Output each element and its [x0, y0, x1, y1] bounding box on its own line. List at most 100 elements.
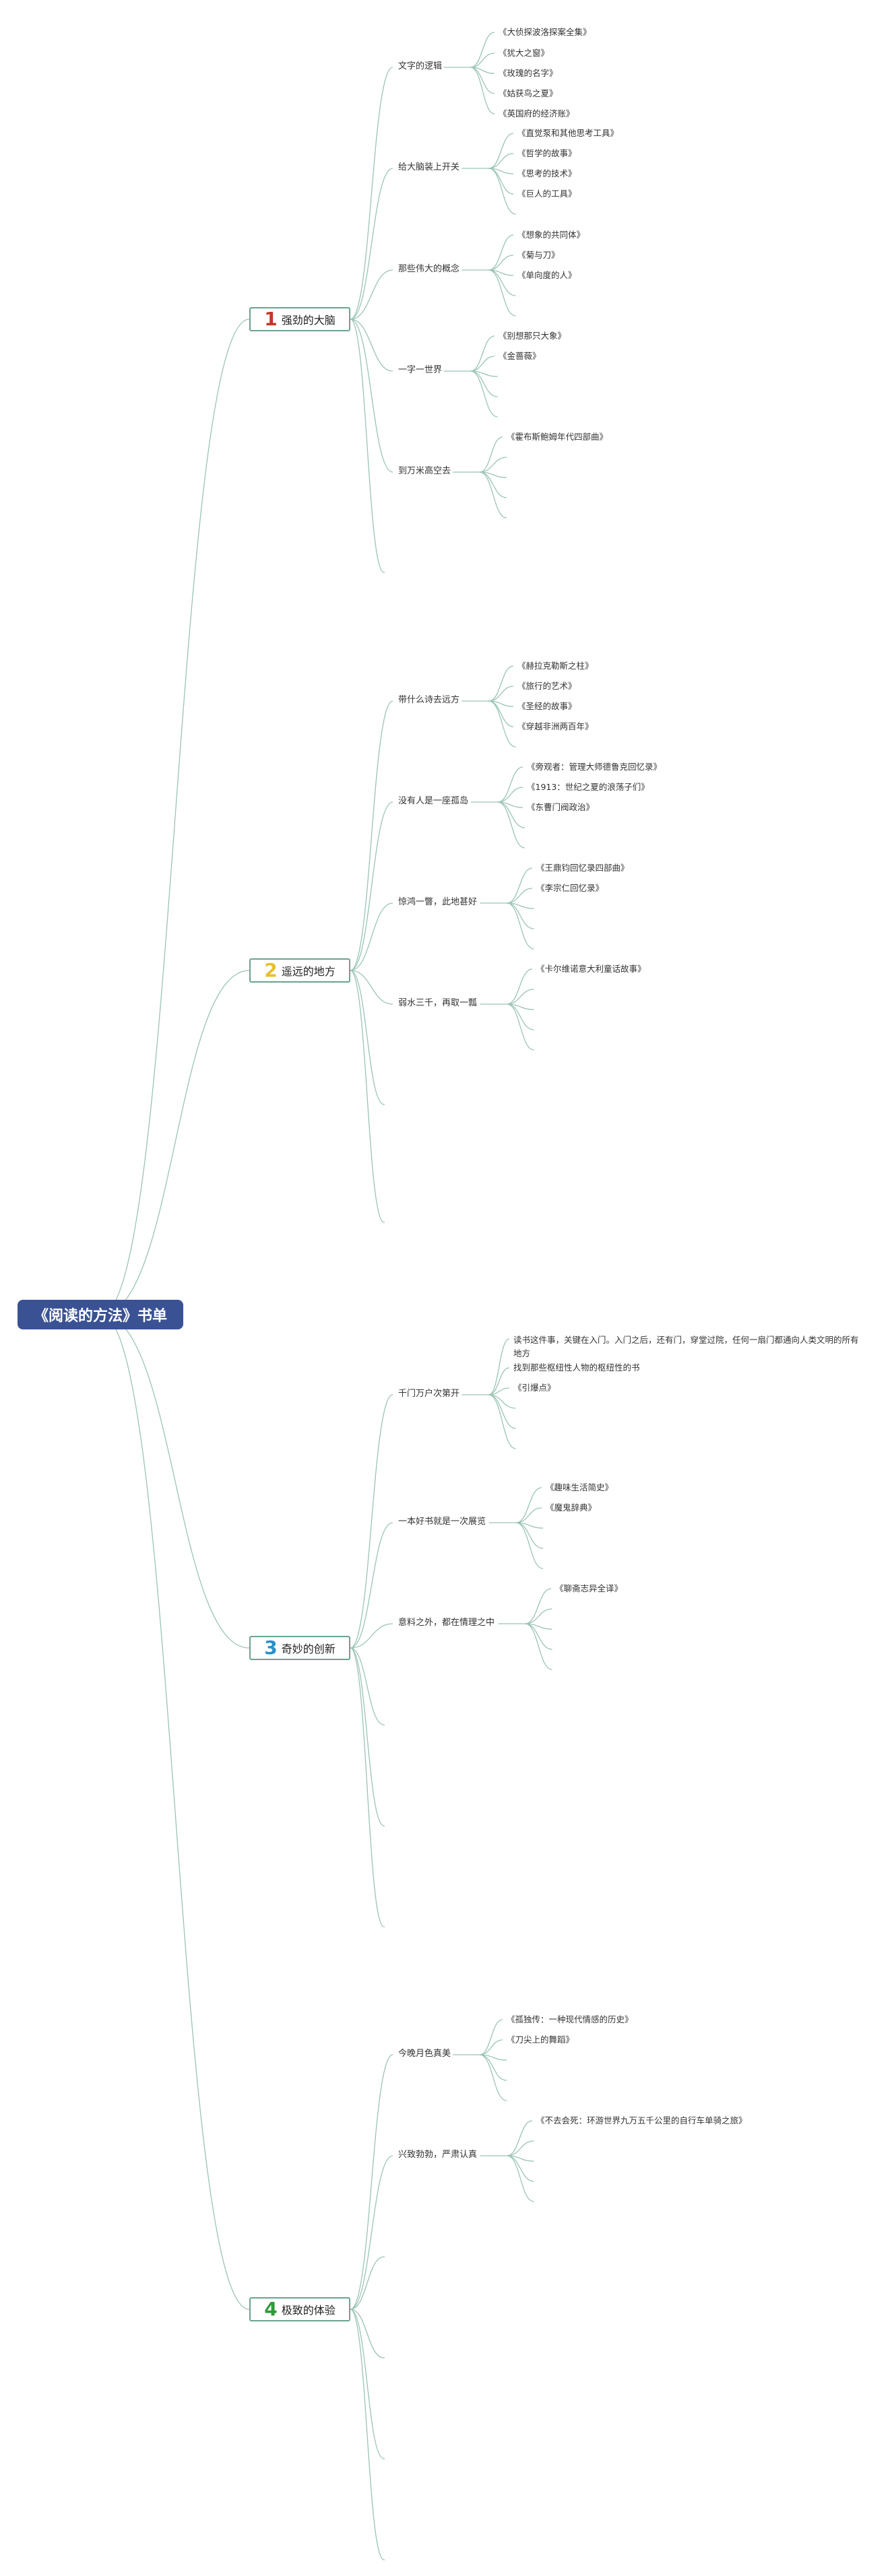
- book-leaf[interactable]: 《玫瑰的名字》: [499, 68, 558, 78]
- connector-line: [100, 1314, 250, 2310]
- connector-line: [488, 665, 514, 702]
- connector-line: [488, 700, 514, 727]
- book-leaf[interactable]: 《穿越非洲两百年》: [517, 721, 594, 731]
- connector-line: [507, 2120, 533, 2156]
- topic-node[interactable]: 一字一世界: [398, 365, 443, 375]
- connector-line: [488, 1394, 516, 1429]
- connector-line: [507, 888, 533, 904]
- connector-line: [100, 1314, 250, 1649]
- book-leaf[interactable]: 《旁观者：管理大师德鲁克回忆录》: [527, 762, 662, 772]
- book-leaf[interactable]: 《金蔷薇》: [499, 351, 541, 361]
- book-leaf[interactable]: 《单向度的人》: [517, 270, 577, 280]
- connector-line: [525, 1623, 552, 1670]
- book-leaf[interactable]: 《巨人的工具》: [517, 189, 577, 199]
- topic-node[interactable]: 兴致勃勃，严肃认真: [398, 2150, 478, 2160]
- connector-line: [515, 1522, 544, 1569]
- book-leaf[interactable]: 《想象的共同体》: [517, 230, 585, 240]
- book-leaf[interactable]: 《聊斋志异全译》: [555, 1583, 623, 1593]
- connector-line: [350, 801, 393, 971]
- connector-line: [470, 370, 498, 418]
- connector-line: [350, 2309, 385, 2561]
- connector-line: [488, 168, 516, 215]
- connector-line: [479, 2019, 503, 2055]
- book-leaf[interactable]: 《王鼎钧回忆录四部曲》: [536, 863, 629, 873]
- topic-node[interactable]: 没有人是一座孤岛: [398, 796, 469, 806]
- book-leaf[interactable]: 《大侦探波洛探案全集》: [499, 27, 592, 37]
- topic-node[interactable]: 弱水三千，再取一瓢: [398, 998, 478, 1008]
- connector-line: [350, 902, 393, 971]
- connector-line: [479, 457, 507, 473]
- connector-line: [507, 968, 533, 1005]
- connector-line: [100, 319, 250, 1315]
- book-leaf[interactable]: 《哲学的故事》: [517, 148, 577, 158]
- connector-line: [350, 1647, 385, 1826]
- topic-node[interactable]: 那些伟大的概念: [398, 264, 460, 274]
- connector-line: [350, 1522, 393, 1649]
- branch-number: 3: [264, 1637, 278, 1659]
- connector-line: [507, 2140, 534, 2156]
- connector-line: [470, 32, 495, 68]
- connector-line: [350, 2309, 385, 2358]
- topic-node[interactable]: 给大脑装上开关: [398, 162, 460, 172]
- book-leaf[interactable]: 《旅行的艺术》: [517, 681, 577, 691]
- topic-node[interactable]: 文字的逻辑: [398, 61, 443, 71]
- connector-line: [350, 1647, 385, 1725]
- branch-label: 强劲的大脑: [281, 314, 336, 327]
- book-leaf[interactable]: 《圣经的故事》: [517, 701, 577, 711]
- branch-number: 4: [264, 2298, 278, 2320]
- book-leaf[interactable]: 读书这件事，关键在入门。入门之后，还有门，穿堂过院，任何一扇门都通向人类文明的所…: [513, 1335, 859, 1358]
- book-leaf[interactable]: 《东曹门阀政治》: [527, 802, 595, 812]
- connector-line: [497, 766, 523, 803]
- book-leaf[interactable]: 《引爆点》: [513, 1383, 556, 1393]
- book-leaf[interactable]: 《英国府的经济账》: [499, 108, 575, 119]
- book-leaf[interactable]: 《刀尖上的舞蹈》: [507, 2035, 575, 2045]
- topic-node[interactable]: 一本好书就是一次展览: [398, 1517, 486, 1527]
- topic-node[interactable]: 千门万户次第开: [398, 1389, 460, 1399]
- connector-line: [515, 1487, 542, 1523]
- connector-line: [350, 1623, 393, 1649]
- topic-node[interactable]: 意料之外，都在情理之中: [398, 1618, 495, 1628]
- book-leaf[interactable]: 《犹大之窗》: [499, 48, 550, 58]
- connector-line: [350, 1394, 393, 1649]
- book-leaf[interactable]: 《魔鬼辞典》: [546, 1502, 597, 1513]
- book-leaf[interactable]: 《霍布斯鲍姆年代四部曲》: [507, 432, 608, 442]
- book-leaf[interactable]: 《直觉泵和其他思考工具》: [517, 128, 619, 138]
- connector-line: [488, 269, 516, 317]
- connector-line: [488, 1338, 510, 1395]
- connector-line: [515, 1507, 542, 1523]
- connector-line: [350, 319, 393, 372]
- connector-line: [507, 1003, 534, 1051]
- connector-line: [507, 867, 533, 904]
- book-leaf[interactable]: 《姑获鸟之夏》: [499, 88, 558, 98]
- connector-line: [350, 2155, 393, 2310]
- book-leaf[interactable]: 《李宗仁回忆录》: [536, 883, 604, 893]
- book-leaf[interactable]: 《趣味生活简史》: [546, 1482, 614, 1492]
- connector-line: [479, 2039, 503, 2055]
- book-leaf[interactable]: 《思考的技术》: [517, 168, 577, 178]
- book-leaf[interactable]: 《1913：世纪之夏的浪荡子们》: [527, 782, 649, 792]
- book-leaf[interactable]: 《别想那只大象》: [499, 331, 567, 341]
- topic-node[interactable]: 带什么诗去远方: [398, 695, 460, 705]
- book-leaf[interactable]: 找到那些枢纽性人物的枢纽性的书: [513, 1362, 640, 1373]
- connector-line: [350, 970, 393, 1005]
- topic-node[interactable]: 今晚月色真美: [398, 2049, 451, 2059]
- root-node[interactable]: 《阅读的方法》书单: [18, 1300, 183, 1329]
- connector-line: [488, 153, 514, 169]
- book-leaf[interactable]: 《赫拉克勒斯之柱》: [517, 661, 594, 671]
- book-leaf[interactable]: 《卡尔维诺意大利童话故事》: [536, 964, 646, 974]
- book-leaf[interactable]: 《菊与刀》: [517, 250, 560, 260]
- book-leaf[interactable]: 《孤独传：一种现代情感的历史》: [507, 2014, 633, 2024]
- connector-line: [350, 319, 385, 573]
- connector-line: [479, 436, 503, 473]
- topic-node[interactable]: 惊鸿一瞥，此地甚好: [398, 897, 478, 907]
- topic-node[interactable]: 到万米高空去: [398, 466, 451, 476]
- connector-line: [350, 168, 393, 320]
- book-leaf[interactable]: 《不去会死：环游世界九万五千公里的自行车单骑之旅》: [536, 2115, 747, 2125]
- connector-line: [488, 700, 516, 748]
- branch-label: 遥远的地方: [281, 965, 336, 978]
- connector-line: [479, 2054, 507, 2101]
